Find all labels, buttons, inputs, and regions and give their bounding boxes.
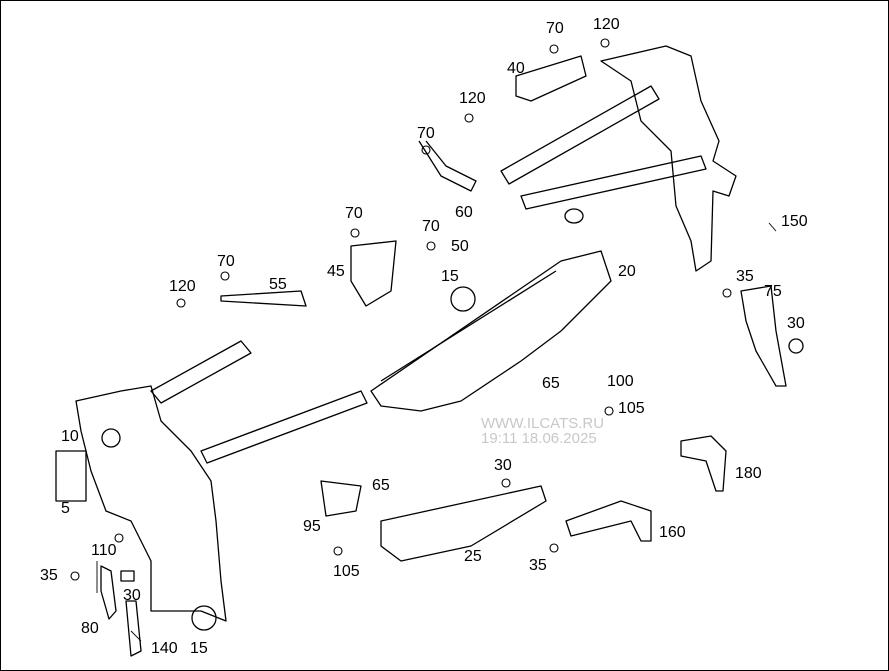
- part-label: 140: [151, 640, 178, 657]
- part-label: 35: [40, 567, 58, 584]
- part-label: 45: [327, 263, 345, 280]
- part-label: 65: [372, 477, 390, 494]
- part-label: 70: [345, 205, 363, 222]
- part-label: 70: [546, 20, 564, 37]
- part-label: 60: [455, 204, 473, 221]
- part-label: 30: [494, 457, 512, 474]
- part-label: 20: [618, 263, 636, 280]
- part-label: 30: [123, 587, 141, 604]
- part-label: 10: [61, 428, 79, 445]
- part-label: 75: [764, 283, 782, 300]
- part-label: 15: [441, 268, 459, 285]
- part-label: 70: [422, 218, 440, 235]
- part-label: 40: [507, 60, 525, 77]
- part-label: 30: [787, 315, 805, 332]
- part-label: 70: [217, 253, 235, 270]
- part-label: 70: [417, 125, 435, 142]
- part-label: 50: [451, 238, 469, 255]
- part-label: 120: [459, 90, 486, 107]
- part-label: 120: [593, 16, 620, 33]
- part-label: 55: [269, 276, 287, 293]
- part-label: 25: [464, 548, 482, 565]
- part-label: 160: [659, 524, 686, 541]
- part-label: 100: [607, 373, 634, 390]
- part-label: 80: [81, 620, 99, 637]
- watermark-timestamp: 19:11 18.06.2025: [481, 430, 597, 447]
- part-label: 105: [618, 400, 645, 417]
- part-label: 120: [169, 278, 196, 295]
- part-label: 5: [61, 500, 70, 517]
- part-label: 35: [529, 557, 547, 574]
- watermark-site: WWW.ILCATS.RU: [481, 415, 605, 432]
- part-label: 150: [781, 213, 808, 230]
- part-label: 35: [736, 268, 754, 285]
- part-label: 15: [190, 640, 208, 657]
- part-label: 110: [91, 542, 117, 559]
- part-label: 105: [333, 563, 360, 580]
- part-label: 180: [735, 465, 762, 482]
- part-label: 65: [542, 375, 560, 392]
- part-label: 95: [303, 518, 321, 535]
